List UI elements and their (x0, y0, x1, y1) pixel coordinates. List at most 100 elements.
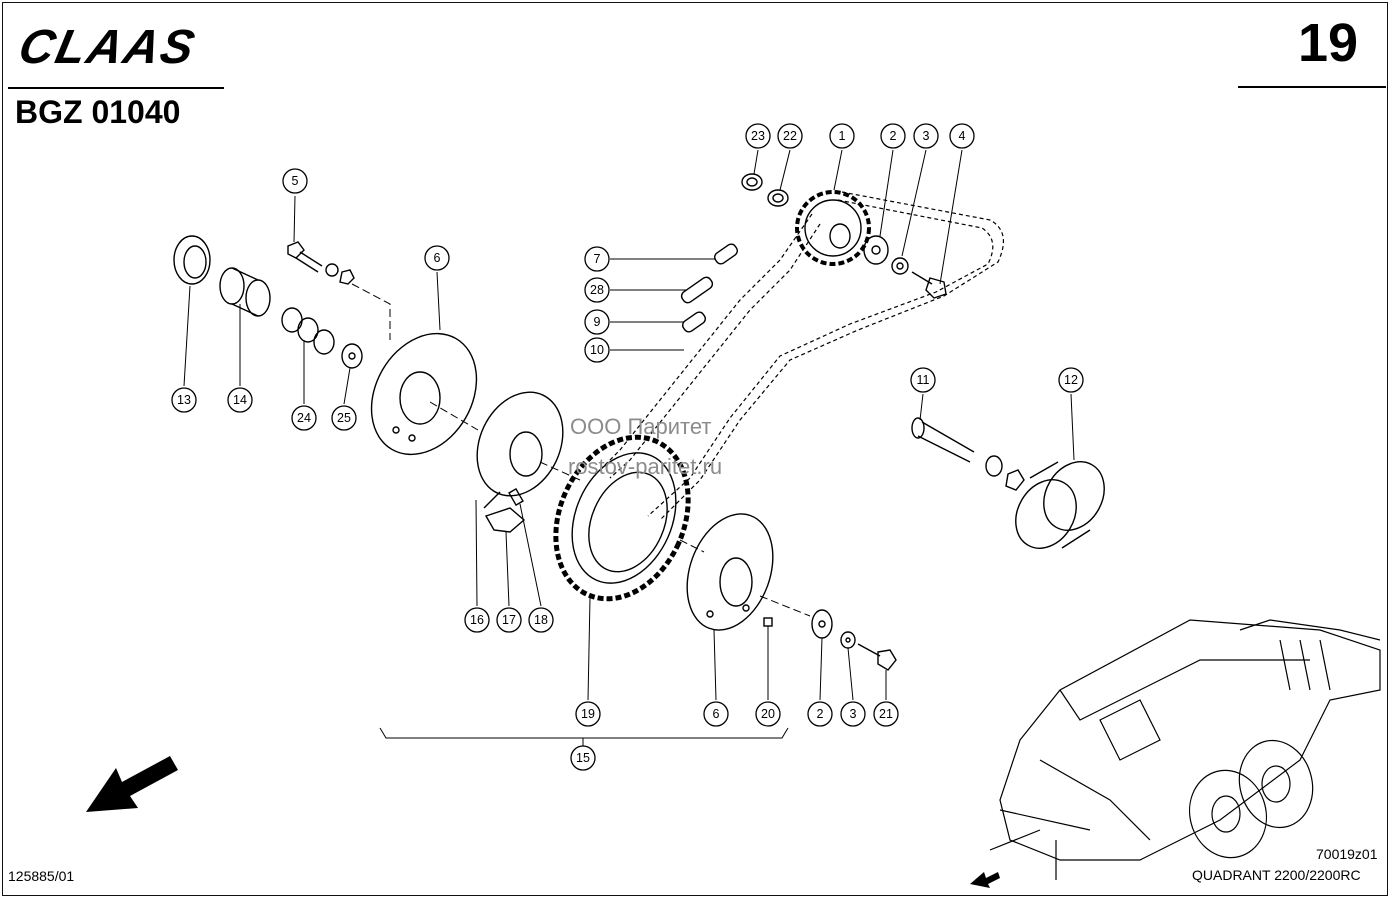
watermark-website: rostov-paritet.ru (568, 454, 723, 479)
spring-part-18 (508, 487, 524, 507)
large-sprocket-part-19 (553, 434, 691, 602)
pawl-part-17 (484, 507, 526, 533)
callout-11: 11 (910, 367, 936, 393)
svg-text:19: 19 (581, 707, 595, 721)
document-code: BGZ 01040 (15, 94, 181, 130)
nut-part-11 (1005, 469, 1025, 491)
svg-text:23: 23 (751, 129, 765, 143)
header-rule-left (8, 87, 224, 89)
svg-text:14: 14 (233, 393, 247, 407)
bolt-part-21 (857, 643, 897, 671)
sheet-id: 125885/01 (8, 868, 75, 884)
callout-21: 21 (873, 701, 899, 727)
bolt-part-4 (911, 271, 947, 299)
svg-text:18: 18 (534, 613, 548, 627)
svg-text:7: 7 (594, 252, 601, 266)
callout-12: 12 (1058, 367, 1084, 393)
callout-18: 18 (528, 607, 554, 633)
bolt-part-5 (287, 241, 323, 273)
svg-text:5: 5 (292, 174, 299, 188)
callout-14: 14 (227, 387, 253, 413)
ring-part-22 (767, 189, 789, 207)
svg-text:13: 13 (177, 393, 191, 407)
svg-text:6: 6 (713, 707, 720, 721)
callout-2-lower: 2 (807, 701, 833, 727)
callout-6-lower: 6 (703, 701, 729, 727)
chain-link-part-28 (680, 276, 714, 304)
chain-link-part-9 (681, 311, 707, 333)
page-number: 19 (1298, 13, 1359, 73)
callout-3-upper: 3 (913, 123, 939, 149)
figure-code: 70019z01 (1316, 846, 1378, 862)
callout-13: 13 (171, 387, 197, 413)
disc-springs-part-24 (281, 307, 335, 355)
drive-chain (599, 191, 1005, 521)
callout-23: 23 (745, 123, 771, 149)
callouts: 1 2 3 4 5 6 7 28 9 10 11 12 13 14 24 25 … (171, 123, 1084, 771)
hub-part-16 (476, 391, 564, 509)
callout-28: 28 (584, 277, 610, 303)
svg-text:3: 3 (850, 707, 857, 721)
chain-link-part-7 (713, 243, 739, 265)
svg-text:21: 21 (879, 707, 893, 721)
svg-text:20: 20 (761, 707, 775, 721)
friction-disc-part-6-lower (686, 513, 774, 631)
header-rule-right (1238, 86, 1386, 88)
small-direction-arrow-icon (970, 872, 1000, 888)
svg-text:12: 12 (1064, 373, 1078, 387)
callout-5: 5 (282, 168, 308, 194)
long-bolt-part-11 (911, 417, 975, 463)
svg-text:11: 11 (917, 373, 930, 387)
callout-20: 20 (755, 701, 781, 727)
svg-text:25: 25 (337, 411, 351, 425)
svg-text:24: 24 (297, 411, 311, 425)
callout-4: 4 (949, 123, 975, 149)
callout-2-upper: 2 (880, 123, 906, 149)
svg-text:15: 15 (576, 751, 590, 765)
ring-part-23 (741, 173, 763, 191)
svg-text:2: 2 (890, 129, 897, 143)
callout-3-lower: 3 (840, 701, 866, 727)
small-sprocket-part-1 (795, 190, 871, 266)
svg-text:2: 2 (817, 707, 824, 721)
washer-small-upper (325, 263, 339, 277)
model-name: QUADRANT 2200/2200RC (1192, 867, 1361, 883)
leader-lines (183, 149, 1075, 746)
washer-part-3-lower (840, 631, 856, 649)
callout-24: 24 (291, 405, 317, 431)
seal-part-13 (173, 235, 211, 285)
callout-15: 15 (570, 745, 596, 771)
svg-text:22: 22 (783, 129, 797, 143)
bushing-part-14 (219, 267, 271, 317)
callout-16: 16 (464, 607, 490, 633)
svg-text:9: 9 (594, 315, 601, 329)
callout-22: 22 (777, 123, 803, 149)
friction-disc-part-6-upper (370, 332, 478, 456)
callout-10: 10 (584, 337, 610, 363)
roller-part-12 (1015, 461, 1105, 549)
callout-7: 7 (584, 246, 610, 272)
svg-text:28: 28 (590, 283, 604, 297)
watermark-company: ООО Паритет (570, 414, 712, 439)
callout-17: 17 (496, 607, 522, 633)
baler-machine-illustration (989, 619, 1381, 880)
svg-text:4: 4 (959, 129, 966, 143)
callout-25: 25 (331, 405, 357, 431)
washer-part-2-lower (811, 609, 833, 639)
callout-19: 19 (575, 701, 601, 727)
grease-nipple-part-20 (763, 617, 773, 627)
callout-1: 1 (829, 123, 855, 149)
washer-part-11 (985, 455, 1003, 477)
direction-arrow-icon (86, 756, 178, 812)
svg-text:3: 3 (923, 129, 930, 143)
svg-text:16: 16 (470, 613, 484, 627)
washer-part-3-upper (891, 257, 909, 275)
svg-text:10: 10 (590, 343, 604, 357)
svg-text:1: 1 (839, 129, 846, 143)
callout-6-upper: 6 (424, 245, 450, 271)
washer-part-25 (341, 343, 363, 369)
callout-9: 9 (584, 309, 610, 335)
svg-text:17: 17 (502, 613, 516, 627)
